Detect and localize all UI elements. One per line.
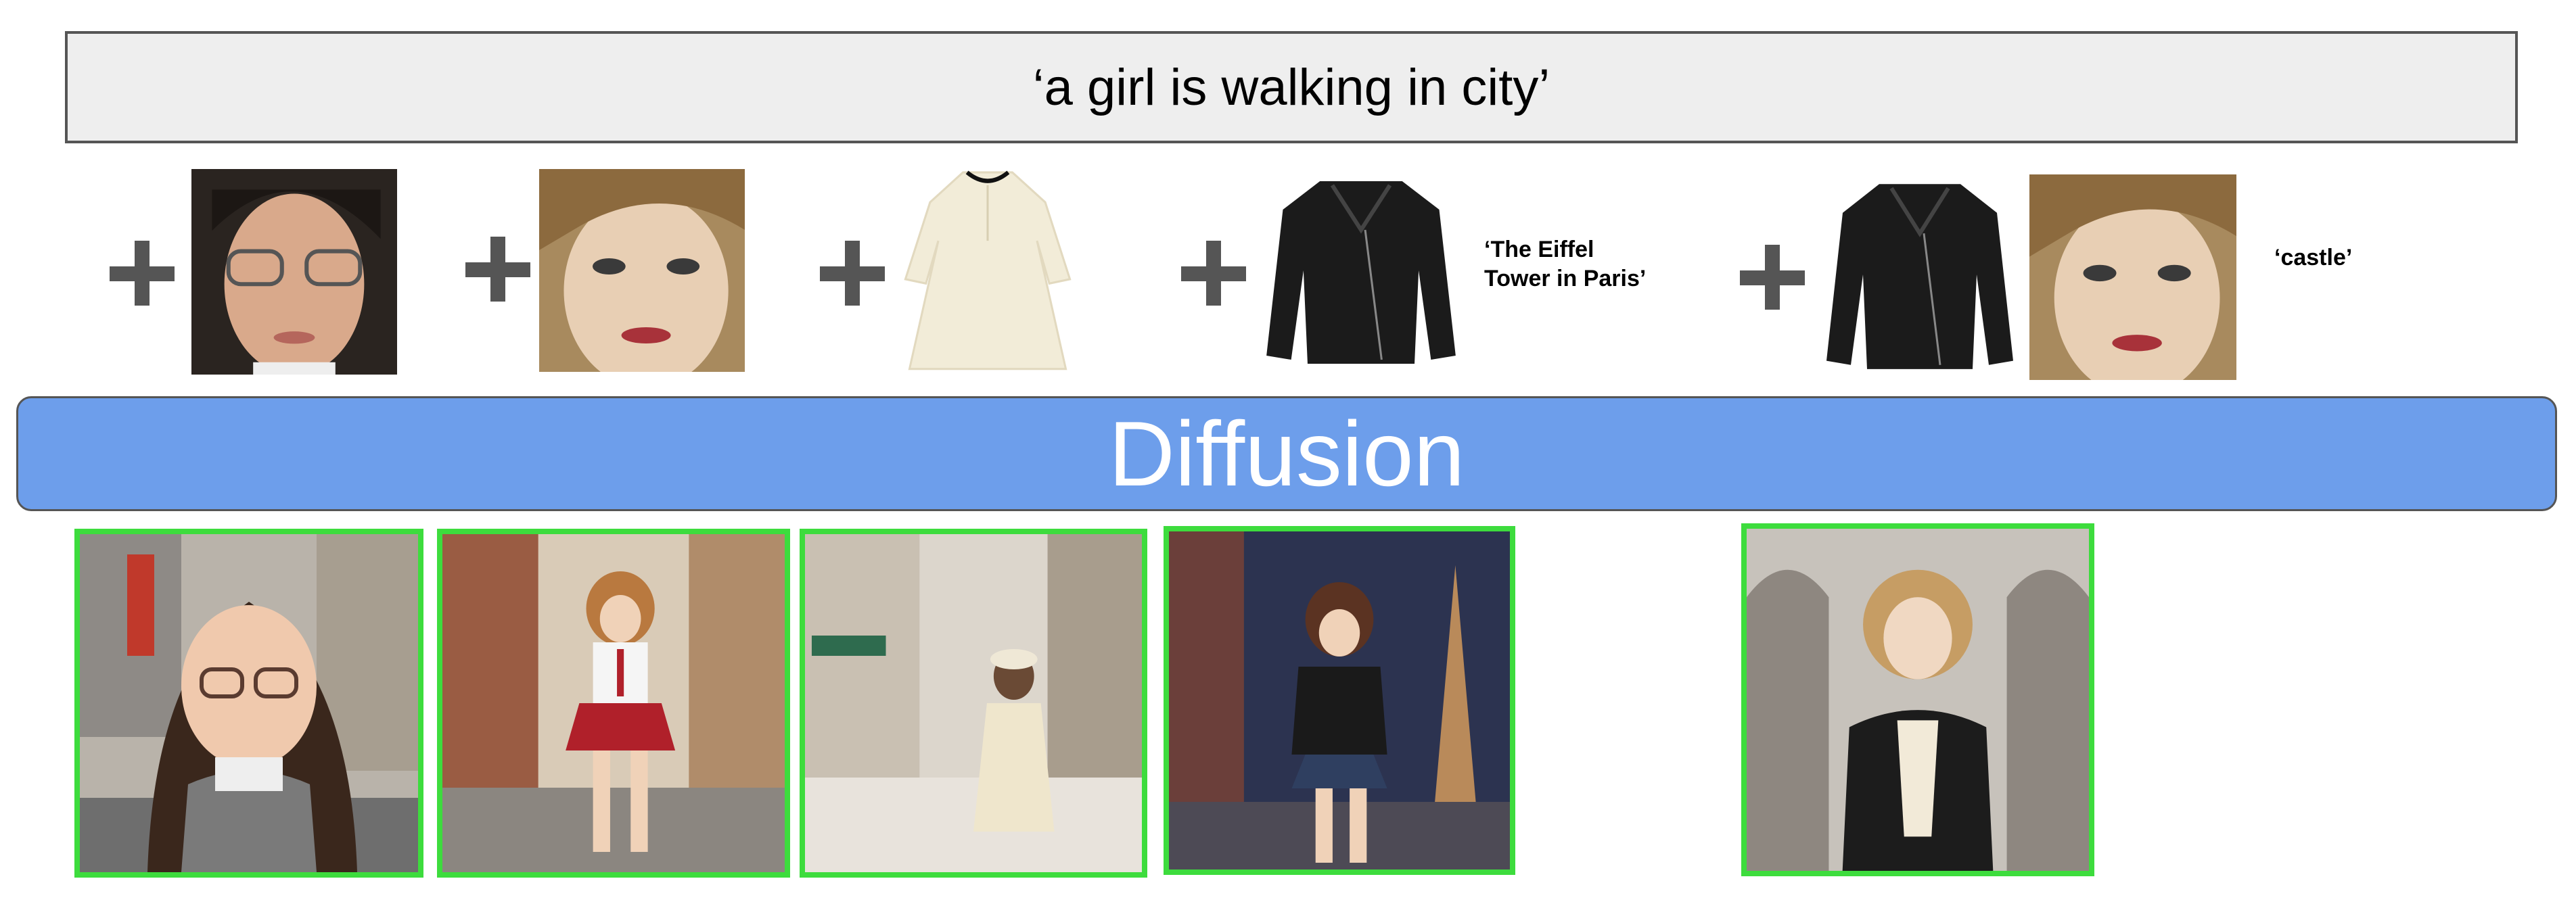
face-photo-glasses-girl [191, 169, 397, 375]
cream-dress-photo [885, 160, 1090, 373]
plus-icon [1181, 241, 1246, 306]
face-photo-blonde-woman [2029, 174, 2236, 380]
text-condition-castle: ‘castle’ [2274, 245, 2353, 270]
output-image-cream-dress-girl-city [800, 529, 1147, 878]
text-condition-eiffel: ‘The Eiffel Tower in Paris’ [1484, 237, 1647, 291]
plus-icon [820, 241, 885, 306]
text-prompt-box: ‘a girl is walking in city’ [65, 31, 2518, 143]
black-leather-jacket-photo [1258, 169, 1464, 372]
output-image-blonde-woman-jacket-castle [1741, 523, 2094, 876]
diffusion-label: Diffusion [1108, 402, 1465, 505]
plus-icon [110, 241, 175, 306]
diffusion-model-bar: Diffusion [16, 396, 2557, 511]
face-photo-blonde-woman [539, 169, 745, 372]
output-image-leather-jacket-girl-eiffel [1164, 526, 1515, 875]
plus-icon [465, 237, 530, 302]
black-leather-jacket-photo [1818, 172, 2021, 377]
text-prompt: ‘a girl is walking in city’ [1032, 58, 1550, 116]
output-image-glasses-girl-city [74, 529, 423, 878]
output-image-red-skirt-girl-city [437, 529, 790, 878]
plus-icon [1740, 245, 1805, 310]
